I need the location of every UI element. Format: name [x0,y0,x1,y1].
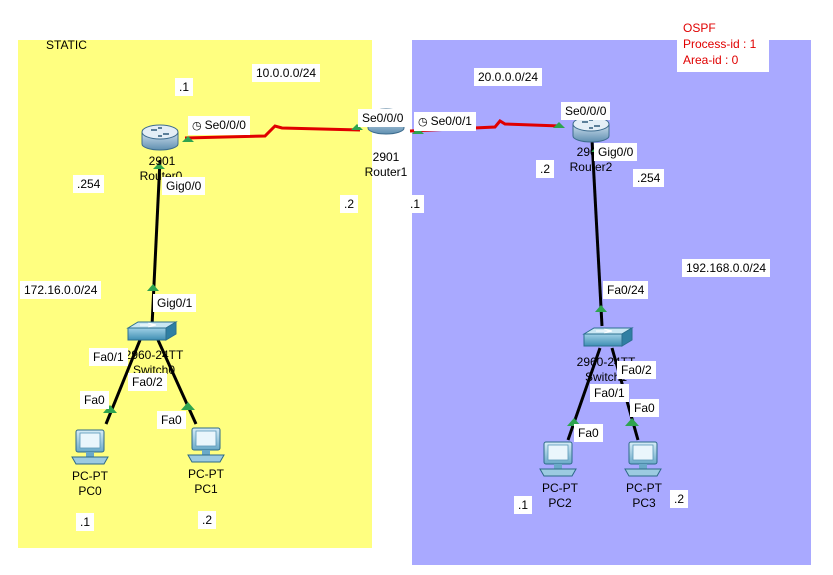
network-label-lan-left: 172.16.0.0/24 [20,281,102,299]
host-id-label: .2 [198,511,217,529]
port-label: Fa0 [630,399,659,417]
port-up-triangle [153,163,165,169]
pc0-type: PC-PT [72,469,108,483]
port-label: Gig0/1 [153,294,197,312]
pc-icon [624,441,662,477]
pc2[interactable] [539,441,577,477]
router-icon [572,116,610,143]
port-up-triangle [103,405,117,413]
ospf-note-line: Area-id : 0 [683,53,739,67]
clock-icon: ◷ [418,116,428,128]
port-label: Se0/0/0 [358,109,408,127]
port-label: Fa0 [157,411,186,429]
pc1-type: PC-PT [188,467,224,481]
ospf-note-line: Process-id : 1 [683,37,757,51]
host-id-label: .2 [340,195,359,213]
switch0-model: 2960-24TT [124,348,184,362]
router0[interactable] [141,124,179,151]
pc3-name: PC3 [632,496,656,510]
port-label-text: Se0/0/1 [430,114,472,128]
pc-icon [187,427,225,463]
clock-icon: ◷ [192,120,202,132]
switch1[interactable] [582,327,634,347]
serial-link-r0-r1[interactable] [184,124,361,140]
host-id-label: .1 [406,195,425,213]
router2[interactable] [572,116,610,143]
host-id-label: .1 [514,496,533,514]
ospf-note[interactable]: OSPF Process-id : 1 Area-id : 0 [677,18,769,72]
network-label-wan2: 20.0.0.0/24 [474,68,543,86]
network-label-wan1: 10.0.0.0/24 [252,64,321,82]
port-up-triangle [351,124,363,130]
port-up-triangle [182,136,194,142]
router1-name: Router1 [364,165,408,179]
pc3-type: PC-PT [626,481,662,495]
port-up-triangle [595,305,607,312]
host-id-label: .2 [670,490,689,508]
router-icon [141,124,179,151]
port-label: Fa0/1 [590,384,629,402]
pc1-name: PC1 [194,482,218,496]
port-label: ◷Se0/0/0 [188,116,250,135]
host-id-label: .1 [175,78,194,96]
port-up-triangle [181,402,195,410]
pc3[interactable] [624,441,662,477]
pc0-name: PC0 [78,484,102,498]
port-up-triangle [147,284,159,291]
port-up-triangle [625,418,639,426]
pc2-name: PC2 [548,496,572,510]
port-label: Gig0/0 [162,177,206,195]
port-label: Fa0/24 [603,281,649,299]
static-area-title: STATIC [46,38,87,52]
pc2-type: PC-PT [542,481,578,495]
host-id-label: .254 [73,175,105,193]
port-label: Fa0 [574,424,603,442]
router1-model: 2901 [372,150,400,164]
switch0[interactable] [126,321,178,341]
port-label: Fa0/1 [89,348,128,366]
pc-icon [71,429,109,465]
host-id-label: .254 [633,169,665,187]
ospf-note-line: OSPF [683,21,716,35]
port-label: Fa0/2 [128,373,167,391]
port-up-triangle [553,122,565,128]
port-up-triangle [412,128,424,134]
port-label-text: Se0/0/0 [204,118,246,132]
host-id-label: .2 [536,160,555,178]
switch-icon [126,321,178,341]
host-id-label: .1 [76,513,95,531]
port-label: Fa0/2 [617,361,656,379]
switch-icon [582,327,634,347]
router0-model: 2901 [148,154,176,168]
network-label-lan-right: 192.168.0.0/24 [682,259,771,277]
router2-name: Router2 [569,160,613,174]
port-label: Fa0 [80,391,109,409]
pc-icon [539,441,577,477]
port-label: Se0/0/0 [561,102,611,120]
switch1-name: Switch1 [584,370,628,384]
pc0[interactable] [71,429,109,465]
pc1[interactable] [187,427,225,463]
eth-link-r2-sw1[interactable] [590,139,604,327]
port-label: Gig0/0 [594,143,638,161]
port-label: ◷Se0/0/1 [414,112,476,131]
